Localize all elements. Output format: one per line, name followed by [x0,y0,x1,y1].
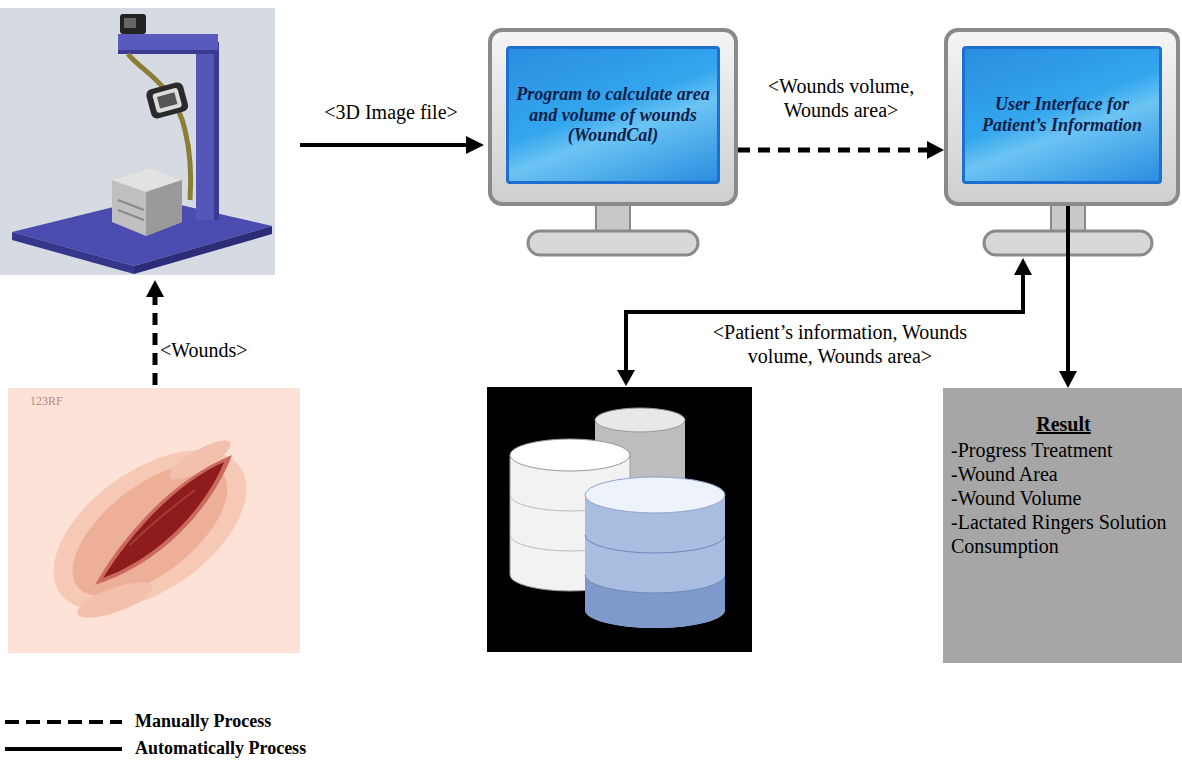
box-text: -Progress Treatment [951,438,1176,462]
connector-arrow [1059,206,1077,388]
legend-label: Automatically Process [135,738,306,759]
computer-monitor: Program to calculate area and volume of … [488,28,738,206]
box-text: User Interface for Patient’s Information [971,94,1153,135]
flow-label: <Patient’s information, Wounds volume, W… [700,320,980,368]
monitor-stand [528,203,698,255]
computer-monitor: User Interface for Patient’s Information [944,28,1180,206]
box-text: -Wound Volume [951,486,1176,510]
monitor-screen: User Interface for Patient’s Information [962,46,1162,184]
box-text: Program to calculate area and volume of … [515,84,711,146]
legend-line-sample [5,720,122,724]
database-icon [487,387,752,652]
connector-label: <Wounds volume, Wounds area> [741,74,941,122]
result-box: Result-Progress Treatment-Wound Area-Wou… [943,388,1182,663]
legend-line-sample [5,747,122,751]
wound-picture [8,388,300,653]
box-heading: Result [951,412,1176,436]
scanner-device [0,8,275,275]
monitor-screen: Program to calculate area and volume of … [506,46,720,184]
watermark: 123RF [30,394,90,408]
box-text: -Lactated Ringers Solution Consumption [951,510,1176,558]
flow-label: <Wounds> [160,338,270,362]
flow-label: <3D Image file> [300,100,482,124]
legend-label: Manually Process [135,711,271,732]
connector-arrow [738,141,944,159]
box-text: -Wound Area [951,462,1176,486]
